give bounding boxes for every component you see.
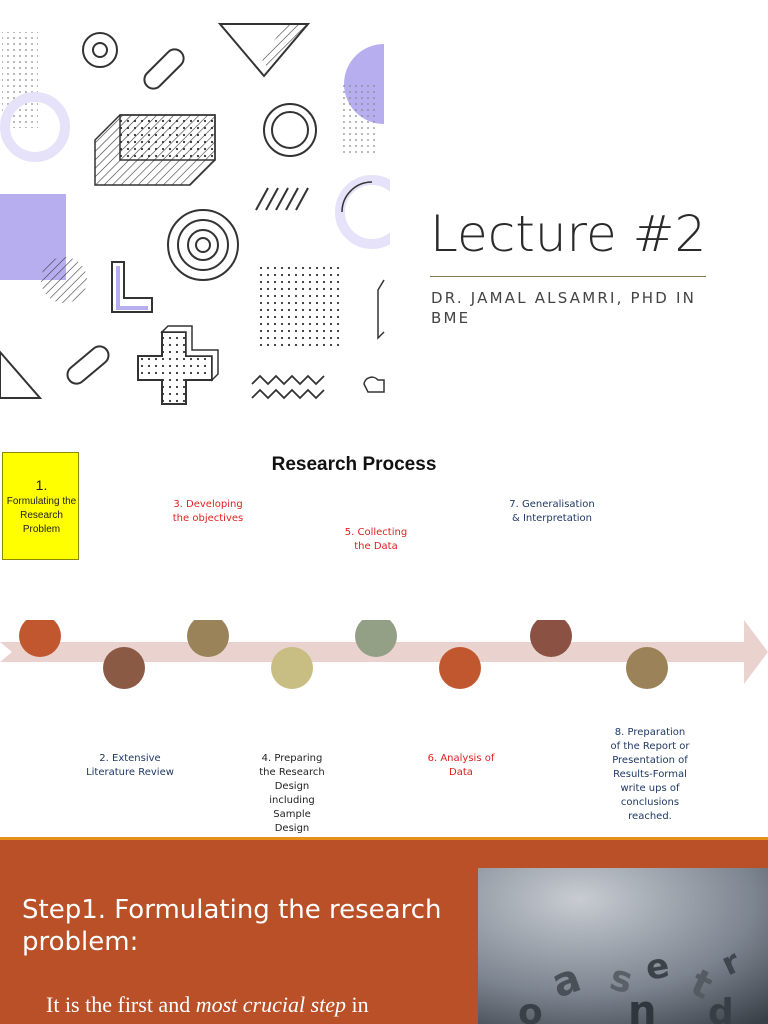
letters-photo: a s e t r o n d — [478, 868, 768, 1024]
step-6-label: 6. Analysis of Data — [427, 753, 495, 778]
geometric-decoration — [0, 23, 390, 405]
step-8-label: 8. Preparation of the Report or Presenta… — [610, 727, 690, 822]
step-1-box: 1. Formulating the Research Problem — [2, 452, 79, 560]
step-5-circle — [355, 620, 397, 657]
step-3-label: 3. Developing the objectives — [172, 499, 244, 524]
svg-text:n: n — [628, 988, 656, 1024]
step-2-circle — [103, 647, 145, 689]
slide-separator-bar — [0, 837, 768, 868]
title-slide: Lecture #2 DR. JAMAL ALSAMRI, PHD IN BME — [0, 0, 768, 432]
step-4-label: 4. Preparing the Research Design includi… — [259, 753, 325, 834]
step1-body: It is the first and most crucial step in — [46, 992, 369, 1017]
step-4-circle — [271, 647, 313, 689]
title-divider — [430, 276, 706, 277]
timeline-arrow — [0, 620, 768, 689]
step1-title: Step1. Formulating the research problem: — [22, 895, 442, 957]
research-process-slide: Research Process 1. Formulating the Rese… — [0, 432, 768, 837]
step-1-number: 1. — [35, 477, 48, 493]
step-5-label: 5. Collecting the Data — [344, 527, 408, 552]
research-process-title: Research Process — [271, 454, 437, 475]
step-1-circle — [19, 620, 61, 657]
step-7-circle — [530, 620, 572, 657]
step-7-label: 7. Generalisation & Interpretation — [509, 499, 595, 524]
svg-text:o: o — [518, 992, 543, 1024]
lecture-title: Lecture #2 — [430, 205, 707, 263]
step-6-circle — [439, 647, 481, 689]
step-1-label: Formulating the Research Problem — [6, 496, 77, 535]
lecturer-name: DR. JAMAL ALSAMRI, PHD IN BME — [431, 289, 697, 327]
step-2-label: 2. Extensive Literature Review — [86, 753, 174, 778]
svg-text:d: d — [708, 992, 734, 1024]
step-8-circle — [626, 647, 668, 689]
step1-slide: Step1. Formulating the research problem:… — [0, 868, 768, 1024]
step-3-circle — [187, 620, 229, 657]
